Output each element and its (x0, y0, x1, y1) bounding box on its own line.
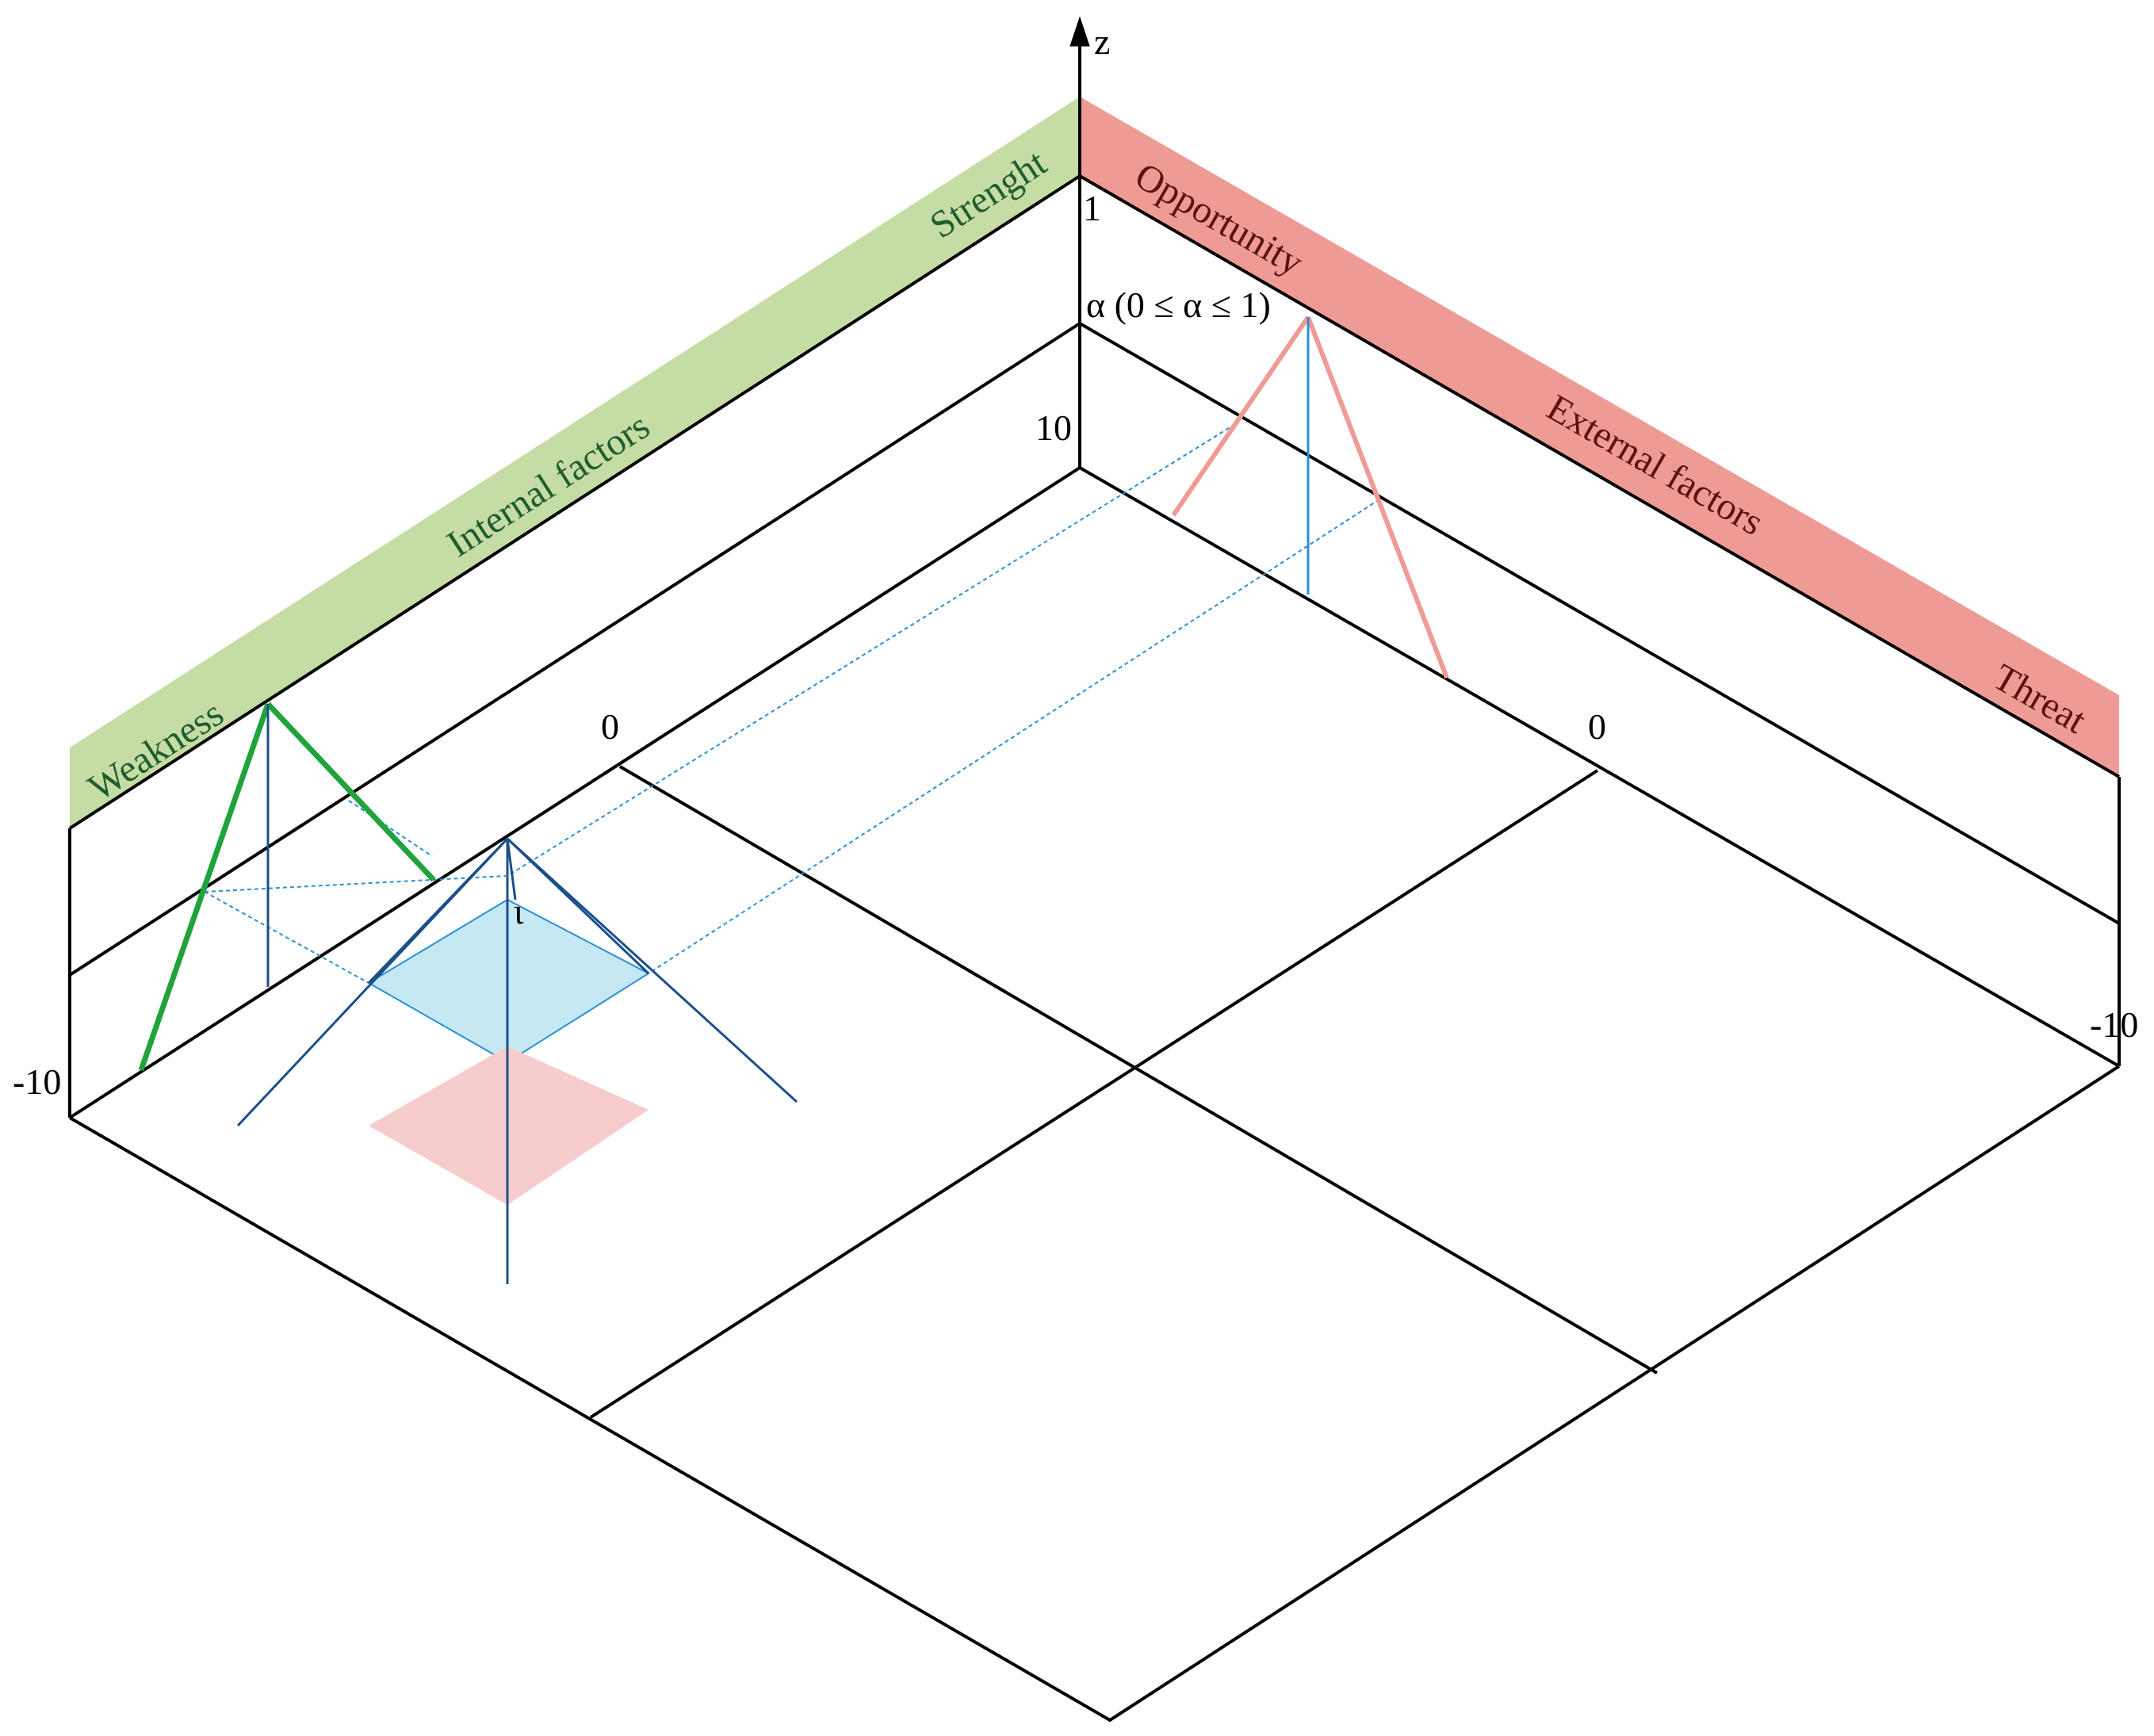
weakness-triangle-right (266, 702, 436, 882)
right-wall-bottom-edge (1079, 466, 2120, 1068)
fuzzy-pyramid (236, 837, 798, 1284)
projection-line (648, 499, 1380, 974)
weakness-triangle-left (138, 702, 271, 1072)
tick-zero-left-label: 0 (601, 706, 619, 747)
external-factors-band (1080, 97, 2119, 777)
projection-line (348, 800, 433, 857)
tick-one-label: 1 (1083, 188, 1101, 228)
floor-divider-a (618, 765, 1659, 1375)
tick-ten-label: 10 (1035, 407, 1072, 448)
opportunity-membership-triangle (1171, 315, 1449, 679)
pyramid-edge (506, 837, 798, 1103)
z-axis (1069, 16, 1090, 468)
projection-line (204, 891, 369, 984)
left-wall-top-edge (68, 174, 1081, 830)
tick-minus-ten-left-label: -10 (13, 1061, 61, 1102)
pyramid-edge (506, 838, 517, 901)
internal-factors-band (70, 97, 1080, 828)
external-factors-label: External factors (1540, 386, 1770, 543)
tick-zero-right-label: 0 (1588, 706, 1606, 747)
z-axis-label: z (1094, 21, 1110, 62)
weakness-membership-triangle (138, 702, 436, 1072)
alpha-label: α (0 ≤ α ≤ 1) (1086, 285, 1271, 325)
opportunity-triangle-left (1171, 315, 1310, 517)
right-wall-alpha-edge (1078, 322, 2121, 925)
projection-lines (204, 423, 1380, 984)
internal-factors-label: Internal factors (440, 405, 657, 566)
pyramid-edge (506, 837, 650, 975)
left-wall-alpha-edge (68, 322, 1081, 977)
pyramid-edge (367, 837, 509, 985)
floor-outline (68, 1065, 2121, 1723)
z-axis-arrowhead (1069, 16, 1090, 47)
left-wall-bottom-edge (68, 466, 1081, 1119)
floor-divider-b (589, 769, 1599, 1419)
projection-line (204, 875, 507, 893)
right-wall-top-edge (1078, 174, 2121, 778)
diagram-frame (68, 174, 2121, 1723)
small-mark-label: ι (514, 891, 524, 931)
opportunity-triangle-right (1306, 315, 1449, 679)
tick-minus-ten-right-label: -10 (2090, 1004, 2138, 1045)
projection-line (507, 423, 1236, 877)
